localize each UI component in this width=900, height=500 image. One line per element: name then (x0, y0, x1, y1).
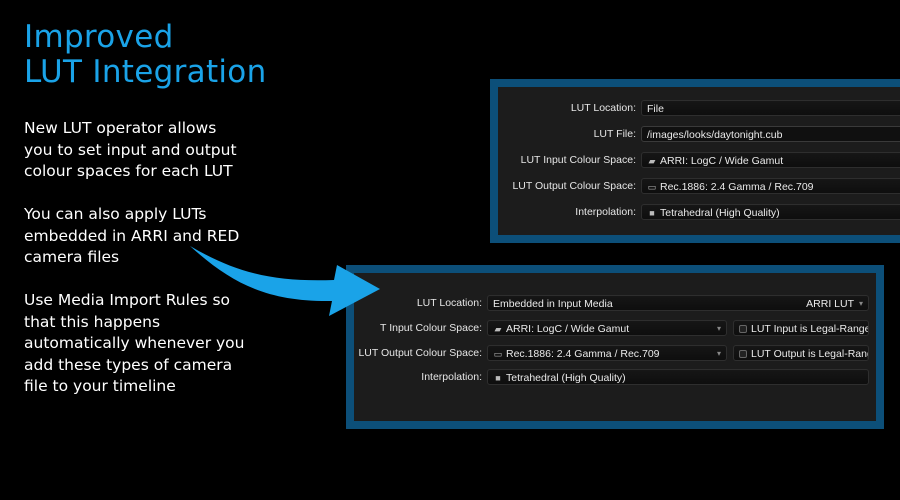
interpolation-label: Interpolation: (421, 371, 482, 383)
text-line: You can also apply LUTs (24, 205, 207, 223)
monitor-icon: ▭ (647, 182, 657, 192)
interpolation-value: Tetrahedral (High Quality) (506, 372, 626, 384)
text-line: add these types of camera (24, 355, 233, 374)
monitor-icon: ▭ (493, 349, 503, 359)
paragraph-lut-operator: New LUT operator allows you to set input… (24, 118, 294, 183)
cube-icon: ■ (495, 373, 501, 383)
output-legal-range-checkbox[interactable]: LUT Output is Legal-Range (733, 345, 869, 361)
output-colour-space-value: Rec.1886: 2.4 Gamma / Rec.709 (660, 181, 814, 193)
interpolation-dropdown[interactable]: ■ Tetrahedral (High Quality) (487, 369, 869, 385)
lut-location-label: LUT Location: (416, 297, 482, 309)
camera-icon: ▰ (648, 156, 656, 166)
output-legal-range-label: LUT Output is Legal-Range (751, 348, 869, 360)
cube-icon: ■ (649, 208, 655, 218)
input-legal-range-checkbox[interactable]: LUT Input is Legal-Range (733, 320, 869, 336)
output-colour-space-dropdown[interactable]: ▭Rec.1886: 2.4 Gamma / Rec.709 ▾ (487, 345, 727, 361)
interpolation-label: Interpolation: (575, 206, 636, 218)
lut-location-value: Embedded in Input Media (493, 298, 613, 310)
checkbox-icon (739, 325, 747, 333)
input-colour-space-value: ARRI: LogC / Wide Gamut (506, 323, 630, 335)
slide-title: Improved LUT Integration (24, 20, 267, 90)
output-colour-space-dropdown[interactable]: ▭Rec.1886: 2.4 Gamma / Rec.709 (641, 178, 900, 194)
lut-location-label: LUT Location: (570, 102, 636, 114)
lut-settings-panel-file: LUT Location: File LUT File: /images/loo… (490, 79, 900, 243)
output-colour-space-label: LUT Output Colour Space: (358, 347, 482, 359)
lut-settings-panel-embedded: LUT Location: Embedded in Input Media AR… (346, 265, 884, 429)
input-colour-space-dropdown[interactable]: ▰ ARRI: LogC / Wide Gamut ▾ (487, 320, 727, 336)
text-line: automatically whenever you (24, 334, 245, 352)
text-line: you to set input and output (24, 140, 237, 159)
text-line: that this happens (24, 312, 161, 331)
input-colour-space-value: ARRI: LogC / Wide Gamut (660, 155, 784, 167)
lut-location-dropdown[interactable]: File (641, 100, 900, 116)
input-colour-space-dropdown[interactable]: ▰ ARRI: LogC / Wide Gamut (641, 152, 900, 168)
interpolation-value: Tetrahedral (High Quality) (660, 207, 780, 219)
chevron-down-icon: ▾ (716, 324, 721, 333)
lut-file-value: /images/looks/daytonight.cub (647, 129, 783, 141)
lut-location-value: File (647, 103, 664, 115)
output-colour-space-label: LUT Output Colour Space: (512, 180, 636, 192)
paragraph-import-rules: Use Media Import Rules so that this happ… (24, 290, 294, 398)
paragraph-embedded-luts: You can also apply LUTs embedded in ARRI… (24, 204, 294, 269)
output-colour-space-value: Rec.1886: 2.4 Gamma / Rec.709 (506, 348, 660, 360)
title-line-1: Improved (24, 19, 174, 55)
lut-file-input[interactable]: /images/looks/daytonight.cub (641, 126, 900, 142)
text-line: camera files (24, 248, 120, 266)
title-line-2: LUT Integration (24, 54, 267, 90)
checkbox-icon (739, 350, 747, 358)
camera-icon: ▰ (494, 324, 502, 334)
arri-lut-value: ARRI LUT (806, 298, 854, 310)
text-line: New LUT operator allows (24, 119, 217, 137)
input-legal-range-label: LUT Input is Legal-Range (751, 323, 869, 335)
text-line: file to your timeline (24, 377, 176, 395)
input-colour-space-label: T Input Colour Space: (380, 322, 482, 334)
text-line: embedded in ARRI and RED (24, 226, 240, 245)
chevron-down-icon: ▾ (858, 299, 863, 308)
text-line: Use Media Import Rules so (24, 291, 231, 309)
text-line: colour spaces for each LUT (24, 162, 233, 180)
lut-file-label: LUT File: (593, 128, 636, 140)
input-colour-space-label: LUT Input Colour Space: (520, 154, 636, 166)
chevron-down-icon: ▾ (716, 349, 721, 358)
interpolation-dropdown[interactable]: ■ Tetrahedral (High Quality) (641, 204, 900, 220)
lut-location-dropdown[interactable]: Embedded in Input Media ARRI LUT ▾ (487, 295, 869, 311)
